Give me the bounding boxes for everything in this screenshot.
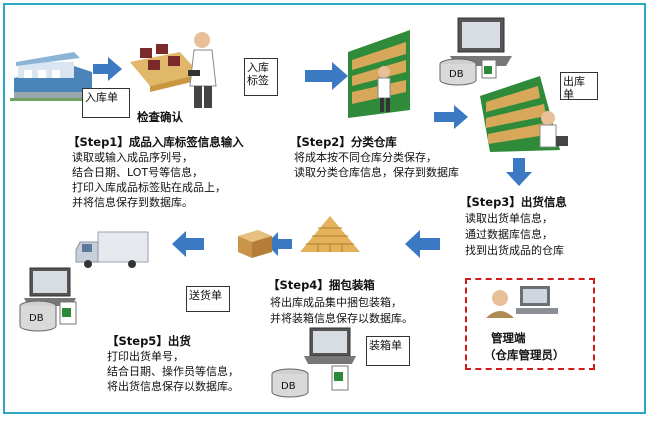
arrow-inspection-to-warehouse (305, 62, 348, 90)
doc-inbound-label-line2: 标签 (247, 74, 269, 87)
stacked-boxes-illustration (300, 216, 360, 252)
truck-illustration (75, 231, 149, 268)
factory-illustration (10, 52, 96, 101)
manager-title: 管理端 (491, 331, 526, 345)
arrow-down-to-shipping-info (506, 158, 532, 186)
arrow-warehouse-to-outbound (434, 105, 468, 129)
computer-db-top (439, 17, 512, 86)
step3-line2: 通过数据库信息， (465, 228, 553, 241)
doc-inbound-sheet-text: 入库单 (85, 91, 118, 104)
step5-line2: 结合日期、操作员等信息， (107, 365, 239, 378)
step1-line2: 结合日期、LOT号等信息， (72, 166, 204, 179)
step5-line1: 打印出货单号， (107, 350, 184, 363)
step4-line1: 将出库成品集中捆包装箱， (270, 296, 402, 309)
doc-packing-list-text: 装箱单 (369, 339, 402, 352)
arrow-box-to-truck (172, 231, 204, 257)
manager-subtitle: （仓库管理员） (484, 348, 565, 362)
arrow-packing-to-box (266, 232, 292, 256)
flow-arrows (93, 57, 532, 258)
doc-delivery-note-text: 送货单 (189, 289, 222, 302)
step5-line3: 将出货信息保存以数据库。 (107, 380, 239, 393)
single-box-illustration (238, 230, 272, 258)
step1-line1: 读取或输入成品序列号， (72, 151, 193, 164)
doc-outbound-sheet-text: 出库单 (563, 75, 585, 101)
step3-line3: 找到出货成品的仓库 (465, 244, 564, 257)
db-label-left: DB (29, 313, 44, 324)
step1-title: 【Step1】成品入库标签信息输入 (68, 135, 244, 149)
doc-inbound-sheet: 入库单 (82, 88, 130, 118)
step2-line1: 将成本按不同仓库分类保存， (294, 151, 437, 164)
step5-title: 【Step5】出货 (107, 334, 191, 348)
manager-illustration (486, 286, 558, 318)
step2-line2: 读取分类仓库信息，保存到数据库 (294, 166, 459, 179)
step3-line1: 读取出货单信息， (465, 212, 553, 225)
step2-title: 【Step2】分类仓库 (290, 135, 397, 149)
inspection-illustration (130, 32, 217, 108)
doc-outbound-sheet: 出库单 (560, 72, 598, 101)
computer-db-bottom (271, 327, 356, 398)
step4-title: 【Step4】捆包装箱 (268, 278, 375, 292)
inspection-label: 检查确认 (137, 110, 183, 124)
arrow-shipping-info-to-packing (405, 230, 440, 258)
db-label-top: DB (449, 69, 464, 80)
doc-delivery-note: 送货单 (186, 286, 230, 312)
step3-title: 【Step3】出货信息 (460, 195, 567, 209)
db-label-bottom: DB (281, 381, 296, 392)
step4-line2: 并将装箱信息保存以数据库。 (270, 312, 413, 325)
outbound-shelves-illustration (480, 76, 568, 152)
doc-inbound-label-line1: 入库 (247, 61, 269, 74)
computer-db-left (19, 267, 77, 332)
arrow-factory-to-inspection (93, 57, 122, 81)
doc-inbound-label: 入库 标签 (244, 58, 278, 96)
diagram-border (3, 3, 646, 414)
step1-line3: 打印入库成品标签贴在成品上， (72, 181, 226, 194)
manager-box (465, 278, 595, 370)
warehouse-shelves-illustration (348, 30, 410, 118)
step1-line4: 并将信息保存到数据库。 (72, 196, 193, 209)
doc-packing-list: 装箱单 (366, 336, 410, 366)
